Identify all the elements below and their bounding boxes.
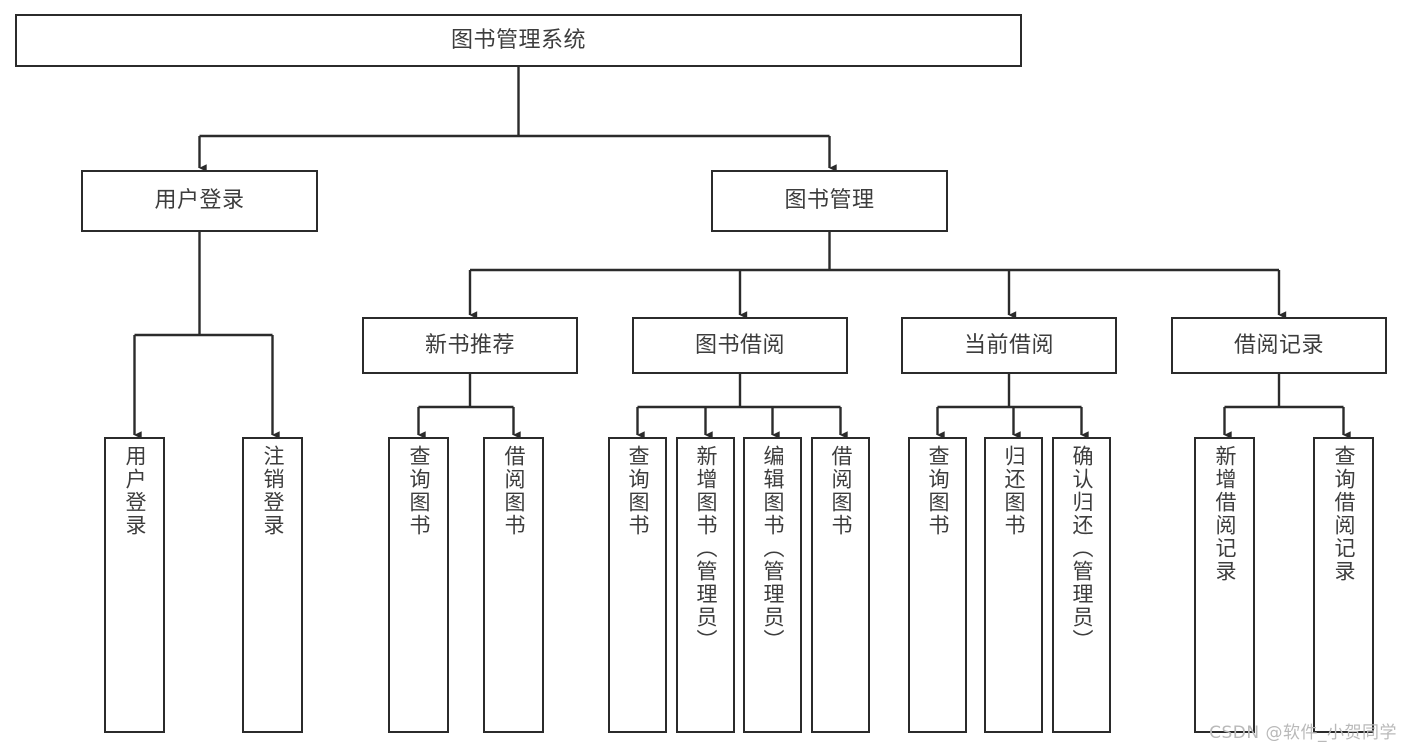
node-label-leaf-query-book-2: 查询图书 <box>626 445 650 537</box>
node-leaf-add-book[interactable]: 新增图书（管理员） <box>676 437 735 733</box>
node-book-manage[interactable]: 图书管理 <box>711 170 948 232</box>
node-leaf-confirm-return[interactable]: 确认归还（管理员） <box>1052 437 1111 733</box>
node-label-book-borrow: 图书借阅 <box>694 332 785 358</box>
node-user-login[interactable]: 用户登录 <box>81 170 318 232</box>
node-label-leaf-query-book-1: 查询图书 <box>407 445 431 537</box>
node-new-book-rec[interactable]: 新书推荐 <box>362 317 578 374</box>
node-label-borrow-record: 借阅记录 <box>1233 332 1324 358</box>
node-leaf-query-record[interactable]: 查询借阅记录 <box>1313 437 1374 733</box>
node-label-current-borrow: 当前借阅 <box>963 332 1054 358</box>
node-label-leaf-return-book: 归还图书 <box>1002 445 1026 537</box>
node-label-root: 图书管理系统 <box>450 27 586 53</box>
node-label-leaf-borrow-book-2: 借阅图书 <box>829 445 853 537</box>
node-label-leaf-add-record: 新增借阅记录 <box>1213 445 1237 583</box>
node-leaf-query-book-1[interactable]: 查询图书 <box>388 437 449 733</box>
node-label-leaf-add-book: 新增图书（管理员） <box>694 445 718 652</box>
node-label-leaf-user-logout: 注销登录 <box>261 445 285 537</box>
node-label-book-manage: 图书管理 <box>784 188 875 214</box>
node-leaf-edit-book[interactable]: 编辑图书（管理员） <box>743 437 802 733</box>
node-label-new-book-rec: 新书推荐 <box>424 332 515 358</box>
node-label-user-login: 用户登录 <box>154 188 245 214</box>
node-leaf-query-book-2[interactable]: 查询图书 <box>608 437 667 733</box>
node-book-borrow[interactable]: 图书借阅 <box>632 317 848 374</box>
watermark-text: CSDN @软件_小贺同学 <box>1209 723 1397 743</box>
node-leaf-return-book[interactable]: 归还图书 <box>984 437 1043 733</box>
node-leaf-user-logout[interactable]: 注销登录 <box>242 437 303 733</box>
node-label-leaf-query-record: 查询借阅记录 <box>1332 445 1356 583</box>
node-label-leaf-confirm-return: 确认归还（管理员） <box>1070 445 1094 652</box>
node-leaf-borrow-book-2[interactable]: 借阅图书 <box>811 437 870 733</box>
node-leaf-query-book-3[interactable]: 查询图书 <box>908 437 967 733</box>
node-label-leaf-edit-book: 编辑图书（管理员） <box>761 445 785 652</box>
node-leaf-user-login[interactable]: 用户登录 <box>104 437 165 733</box>
node-label-leaf-query-book-3: 查询图书 <box>926 445 950 537</box>
node-label-leaf-user-login: 用户登录 <box>123 445 147 537</box>
node-leaf-borrow-book-1[interactable]: 借阅图书 <box>483 437 544 733</box>
node-current-borrow[interactable]: 当前借阅 <box>901 317 1117 374</box>
node-root[interactable]: 图书管理系统 <box>15 14 1022 67</box>
node-leaf-add-record[interactable]: 新增借阅记录 <box>1194 437 1255 733</box>
node-label-leaf-borrow-book-1: 借阅图书 <box>502 445 526 537</box>
node-borrow-record[interactable]: 借阅记录 <box>1171 317 1387 374</box>
